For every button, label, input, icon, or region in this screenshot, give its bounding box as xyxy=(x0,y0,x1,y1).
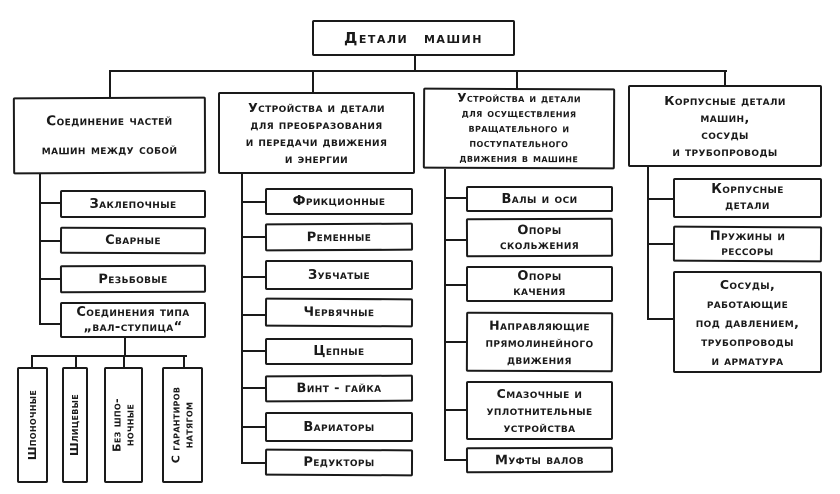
node-label: Шлицевые xyxy=(67,393,81,457)
node-label: С гарантиров натягом xyxy=(169,386,195,464)
branch-1-child-shaft-hub: Соединения типа „вал-ступица“ xyxy=(60,302,206,338)
connector-line xyxy=(241,276,265,278)
connector-line xyxy=(31,355,187,357)
connector-line xyxy=(39,323,61,325)
connector-line xyxy=(414,55,416,72)
connector-line xyxy=(241,314,265,316)
branch-1-header: Соединение частей машин между собой xyxy=(12,96,207,175)
node-label: Цепные xyxy=(313,344,365,359)
node-label: Зубчатые xyxy=(307,267,371,283)
branch-3-child-shafts-axles: Валы и оси xyxy=(466,186,613,212)
connector-line xyxy=(647,318,673,320)
node-label: Фрикционные xyxy=(292,194,386,209)
branch-1-child-threaded: Резьбовые xyxy=(59,264,207,294)
connector-line xyxy=(241,462,265,464)
branch-3-header-label: Устройства и детали для осуществления вр… xyxy=(457,90,582,166)
connector-line xyxy=(75,355,77,367)
node-label: Сварные xyxy=(105,232,161,249)
node-label: Червячные xyxy=(303,304,375,321)
connector-line xyxy=(39,278,61,280)
branch-1-child-welded: Сварные xyxy=(59,226,207,255)
node-label: Соединения типа „вал-ступица“ xyxy=(76,305,190,335)
branch-2-child-reducers: Редукторы xyxy=(264,448,414,477)
connector-line xyxy=(647,243,673,245)
connector-line xyxy=(241,236,265,238)
connector-line xyxy=(516,70,518,89)
branch-2-header-label: Устройства и детали для преобразования и… xyxy=(245,100,388,166)
branch-1-sub-splined: Шлицевые xyxy=(62,367,88,483)
node-label: Шпоночные xyxy=(25,389,39,461)
root-node-label: Детали машин xyxy=(344,29,483,47)
connector-line xyxy=(241,387,265,389)
connector-line xyxy=(444,284,466,286)
node-label: Сосуды, работающие под давлением, трубоп… xyxy=(695,276,800,368)
branch-3-child-shaft-couplings: Муфты валов xyxy=(465,446,614,474)
connector-line xyxy=(31,355,33,367)
branch-2-child-variators: Вариаторы xyxy=(265,412,413,442)
connector-line xyxy=(109,70,727,72)
node-label: Смазочные и уплотнительные устройства xyxy=(486,386,593,435)
branch-3-header: Устройства и детали для осуществления вр… xyxy=(422,87,616,170)
branch-2-header: Устройства и детали для преобразования и… xyxy=(218,92,415,174)
branch-4-child-housing-parts: Корпусные детали xyxy=(673,178,822,218)
branch-1-header-label: Соединение частей машин между собой xyxy=(41,112,178,158)
root-node: Детали машин xyxy=(312,20,515,56)
branch-3-child-sliding-bearings: Опоры скольжения xyxy=(465,217,614,258)
connector-line xyxy=(444,239,466,241)
connector-line xyxy=(241,426,265,428)
branch-2-child-screw-nut: Винт - гайка xyxy=(264,374,414,403)
node-label: Опоры скольжения xyxy=(499,222,580,253)
connector-line xyxy=(241,174,243,464)
branch-2-child-friction: Фрикционные xyxy=(265,188,413,215)
node-label: Редукторы xyxy=(303,454,375,471)
node-label: Пружины и рессоры xyxy=(709,228,786,260)
connector-line xyxy=(241,350,265,352)
node-label: Опоры качения xyxy=(513,269,566,299)
node-label: Заклепочные xyxy=(89,196,177,212)
branch-4-header: Корпусные детали машин, сосуды и трубопр… xyxy=(628,85,822,167)
branch-1-sub-keyless: Без шпо- ночные xyxy=(104,367,143,483)
node-label: Корпусные детали xyxy=(711,182,784,213)
connector-line xyxy=(241,201,265,203)
branch-1-child-riveted: Заклепочные xyxy=(60,190,206,218)
branch-3-child-lubrication-sealing: Смазочные и уплотнительные устройства xyxy=(466,381,613,440)
connector-line xyxy=(109,70,111,98)
branch-1-sub-interference-fit: С гарантиров натягом xyxy=(162,367,203,483)
connector-line xyxy=(444,341,466,343)
connector-line xyxy=(724,70,726,86)
connector-line xyxy=(647,198,673,200)
connector-line xyxy=(312,70,314,93)
branch-2-child-gear: Зубчатые xyxy=(265,260,413,290)
connector-line xyxy=(444,169,446,461)
connector-line xyxy=(123,355,125,367)
branch-2-child-chain: Цепные xyxy=(265,338,413,365)
connector-line xyxy=(39,240,61,242)
node-label: Резьбовые xyxy=(98,271,168,287)
branch-4-child-pressure-vessels: Сосуды, работающие под давлением, трубоп… xyxy=(673,271,822,373)
connector-line xyxy=(444,409,466,411)
node-label: Валы и оси xyxy=(501,191,578,207)
branch-3-child-linear-guides: Направляющие прямолинейного движения xyxy=(465,311,614,373)
branch-4-child-springs: Пружины и рессоры xyxy=(672,225,823,263)
branch-3-child-rolling-bearings: Опоры качения xyxy=(466,266,613,302)
node-label: Ременные xyxy=(306,229,372,245)
connector-line xyxy=(39,173,41,325)
branch-2-child-belt: Ременные xyxy=(264,222,414,252)
branch-2-child-worm: Червячные xyxy=(264,297,414,328)
connector-line xyxy=(39,202,61,204)
node-label: Муфты валов xyxy=(494,452,585,468)
connector-line xyxy=(444,197,466,199)
node-label: Направляющие прямолинейного движения xyxy=(485,317,594,367)
node-label: Вариаторы xyxy=(303,419,375,435)
node-label: Без шпо- ночные xyxy=(110,398,136,452)
branch-1-sub-keyed: Шпоночные xyxy=(17,367,48,483)
branch-4-header-label: Корпусные детали машин, сосуды и трубопр… xyxy=(664,93,786,159)
node-label: Винт - гайка xyxy=(296,380,382,397)
connector-line xyxy=(124,338,126,357)
connector-line xyxy=(444,459,466,461)
connector-line xyxy=(183,355,185,367)
